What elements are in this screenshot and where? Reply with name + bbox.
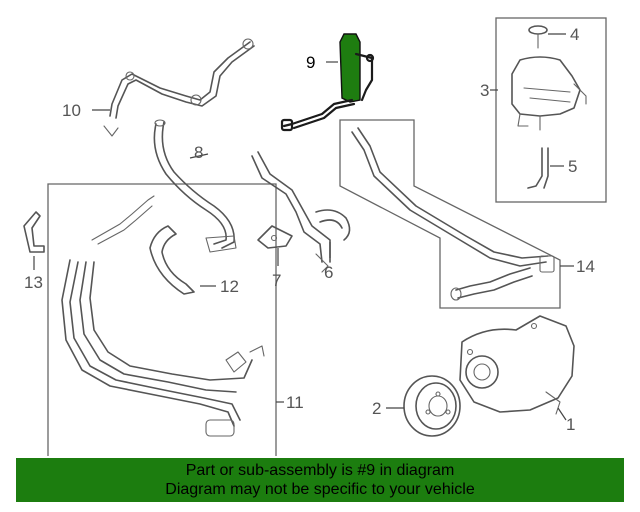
callout-2: 2 [372,399,381,418]
callout-9: 9 [306,53,315,72]
part-6-pipe [251,151,351,273]
box-part-11 [47,183,277,456]
callout-12: 12 [220,277,239,296]
part-13-bracket [23,211,45,253]
part-12-bracket [149,225,195,295]
part-1-pump [459,315,575,415]
part-14-hose [351,127,555,301]
part-3-reservoir [511,56,587,131]
callout-11: 11 [286,393,304,412]
part-11-hose-assembly [61,195,265,437]
callout-7: 7 [272,271,281,290]
info-banner: Part or sub-assembly is #9 in diagram Di… [16,458,624,502]
banner-line-2: Diagram may not be specific to your vehi… [165,481,475,498]
callout-13: 13 [24,273,43,292]
callout-1: 1 [566,415,575,434]
part-5-sensor [527,147,549,189]
callout-5: 5 [568,157,577,176]
part-9-highlighted-line [280,33,375,132]
callout-10: 10 [62,101,81,120]
banner-line-1: Part or sub-assembly is #9 in diagram [185,462,455,479]
part-10-hose [103,38,255,137]
leader-lines [33,33,574,421]
callout-14: 14 [576,257,595,276]
box-part-14 [339,119,561,309]
box-part-3 [495,17,607,203]
part-8-hose [153,119,237,253]
callout-8: 8 [194,143,203,162]
callout-3: 3 [480,81,489,100]
callout-4: 4 [570,25,579,44]
parts-diagram: 10 8 9 7 6 12 13 11 14 3 4 5 2 1 [23,17,607,456]
callout-6: 6 [324,263,333,282]
part-4-cap [528,25,548,49]
part-7-bracket [257,225,293,249]
part-2-pulley [403,375,461,437]
